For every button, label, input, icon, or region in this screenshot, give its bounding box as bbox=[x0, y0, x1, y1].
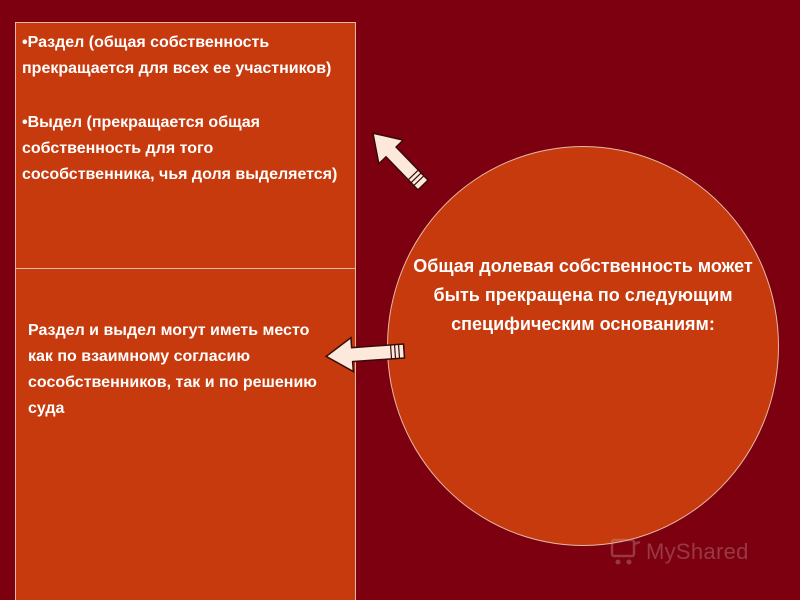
bullet-vydel: •Выдел (прекращается общая собственность… bbox=[22, 114, 338, 183]
watermark: MyShared bbox=[610, 538, 749, 566]
watermark-text: MyShared bbox=[646, 539, 749, 564]
top-text-box bbox=[15, 22, 356, 269]
cart-logo-icon bbox=[610, 538, 641, 565]
bullet-razdel: •Раздел (общая собственность прекращаетс… bbox=[22, 34, 332, 77]
bottom-text-box bbox=[15, 268, 356, 600]
bottom-box-text: Раздел и выдел могут иметь место как по … bbox=[28, 322, 317, 417]
circle-text: Общая долевая собственность может быть п… bbox=[413, 256, 753, 334]
